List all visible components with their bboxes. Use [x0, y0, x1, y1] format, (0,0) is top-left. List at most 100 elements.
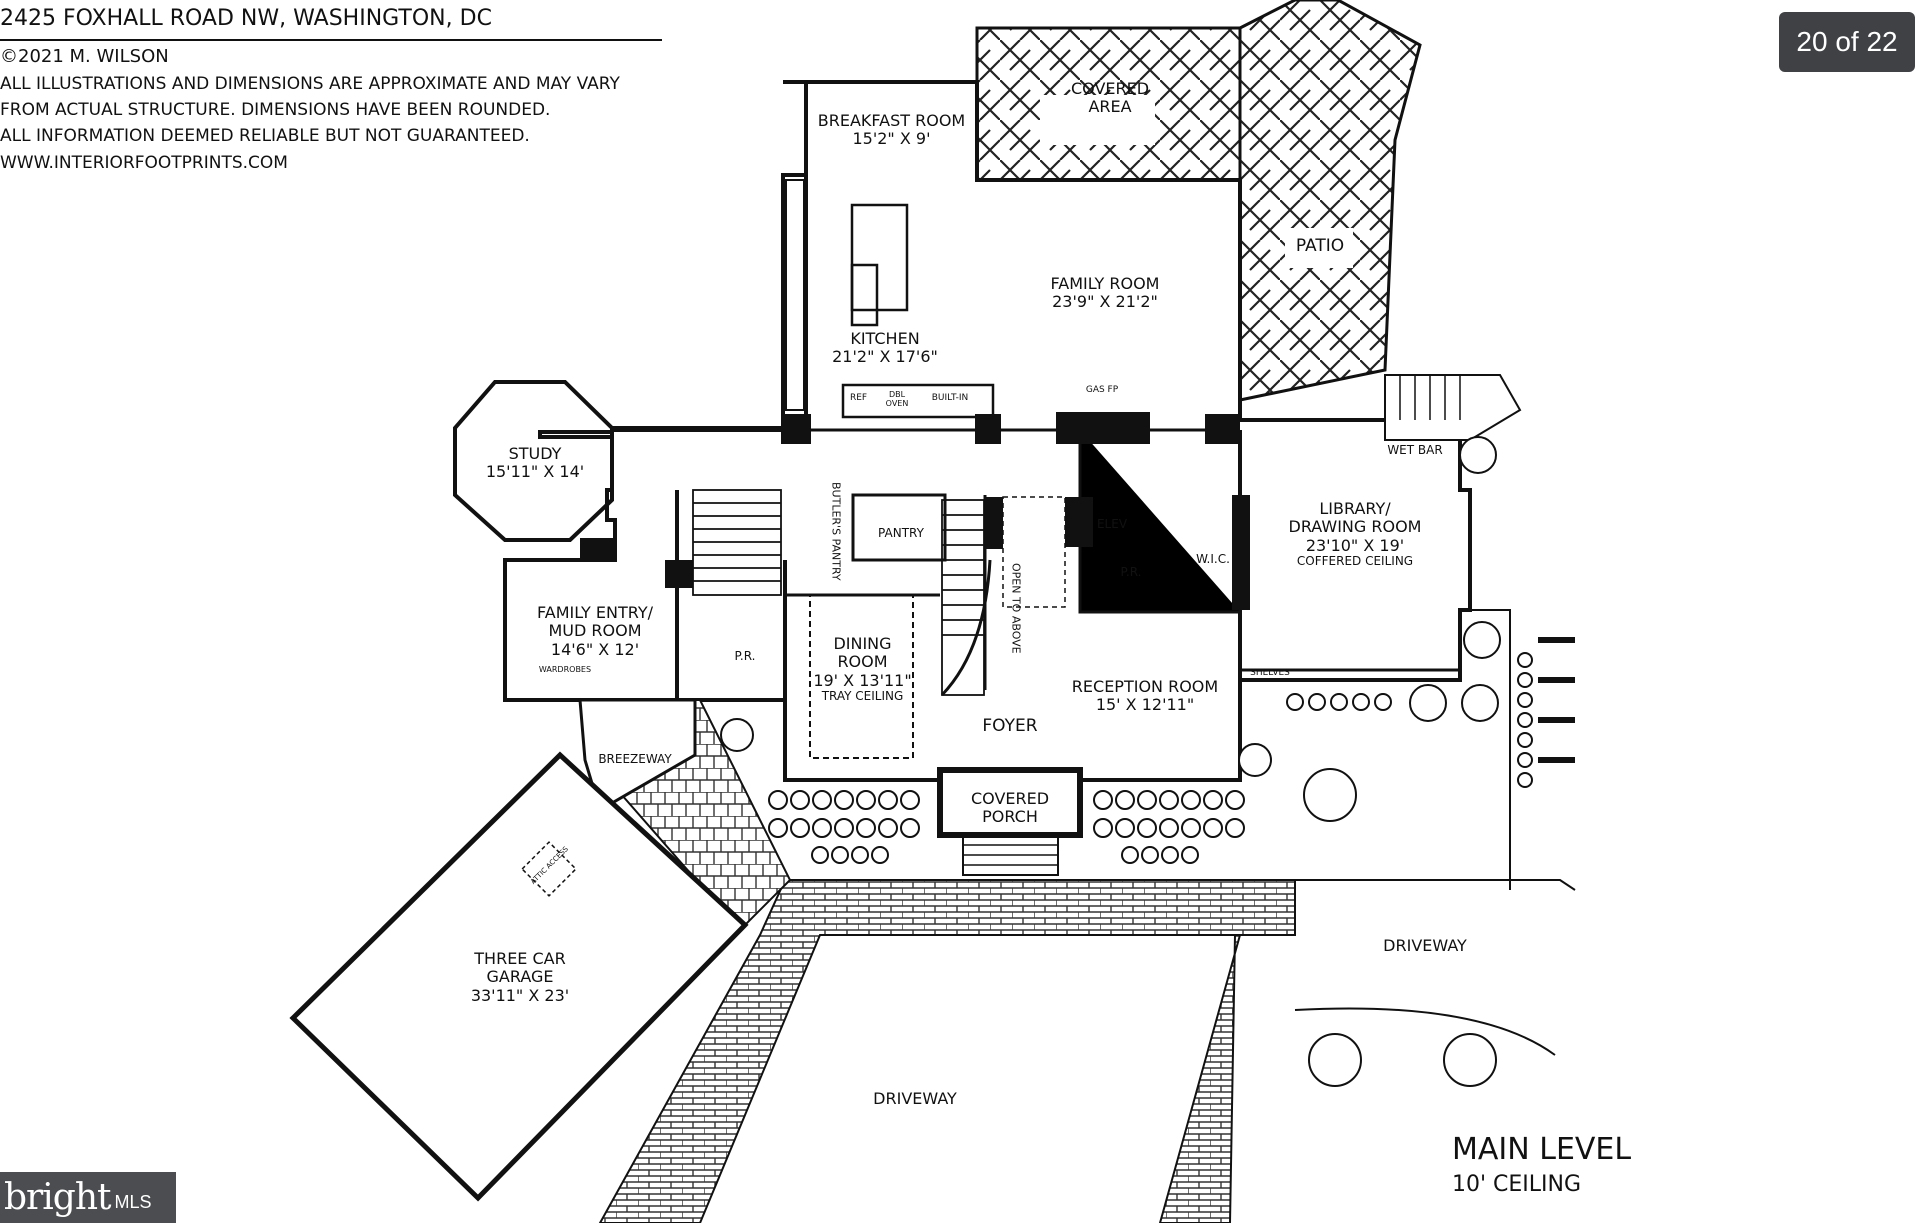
gas-fp-label: GAS FP: [1085, 385, 1119, 395]
garage: [289, 751, 749, 1202]
kitchen-name: KITCHEN: [850, 329, 920, 348]
dining-note: TRAY CEILING: [821, 689, 904, 704]
family-entry-name-2: MUD ROOM: [548, 621, 642, 641]
image-counter-badge: 20 of 22: [1779, 12, 1915, 72]
driveway-curve: [1294, 1007, 1556, 1056]
porch-name-2: PORCH: [982, 807, 1038, 827]
patio-shape: [1238, 0, 1422, 402]
disclaimer-line-3: ALL INFORMATION DEEMED RELIABLE BUT NOT …: [0, 126, 530, 146]
library-name: LIBRARY/: [1319, 499, 1391, 518]
breezeway: [578, 698, 697, 813]
reception-name: RECEPTION ROOM: [1071, 677, 1219, 696]
address-heading: 2425 FOXHALL ROAD NW, WASHINGTON, DC: [0, 6, 492, 31]
north-wall-west: [610, 428, 785, 432]
powder-room-label: P.R.: [1120, 565, 1142, 579]
wardrobes-label: WARDROBES: [538, 665, 592, 674]
library-name-2: DRAWING ROOM: [1288, 517, 1422, 537]
room-label: FAMILY ROOM 23'9" X 21'2": [1030, 274, 1180, 312]
study-name: STUDY: [508, 444, 562, 463]
covered-area-name: COVERED: [1070, 79, 1150, 98]
room-label: THREE CAR GARAGE 33'11" X 23': [440, 949, 600, 1005]
garage-name-2: GARAGE: [486, 967, 554, 987]
patio-label: PATIO: [1295, 236, 1345, 256]
disclaimer-line-2: FROM ACTUAL STRUCTURE. DIMENSIONS HAVE B…: [0, 100, 551, 120]
room-label: STUDY 15'11" X 14': [480, 444, 590, 482]
powder-room-wall: [1078, 430, 1240, 614]
butlers-pantry-label: BUTLER'S PANTRY: [829, 482, 843, 581]
dining-name-2: ROOM: [837, 652, 888, 672]
copyright: ©2021 M. WILSON: [0, 46, 169, 67]
dbl-oven-label: DBL OVEN: [885, 390, 909, 409]
dining-dims: 19' X 13'11": [813, 670, 912, 690]
wet-bar-label: WET BAR: [1387, 443, 1443, 457]
family-room-dims: 23'9" X 21'2": [1052, 292, 1158, 312]
room-label: RECEPTION ROOM 15' X 12'11": [1060, 677, 1230, 715]
breakfast-room-name: BREAKFAST ROOM: [817, 111, 966, 130]
attic-access: [521, 841, 577, 897]
tray-ceiling: [809, 594, 914, 759]
porch-name: COVERED: [970, 789, 1050, 808]
room-label: FAMILY ENTRY/ MUD ROOM 14'6" X 12': [525, 603, 665, 659]
open-to-above-label: OPEN TO ABOVE: [1009, 562, 1023, 654]
study-octagon: [453, 380, 614, 542]
post: [781, 414, 811, 444]
main-staircase: [692, 489, 992, 697]
watermark-mls: MLS: [114, 1192, 152, 1212]
powder-room-label: P.R.: [734, 649, 756, 663]
post: [580, 538, 615, 560]
library-note: COFFERED CEILING: [1296, 554, 1414, 569]
ne-steps: [1384, 374, 1522, 441]
room-label: DINING ROOM 19' X 13'11" TRAY CEILING: [805, 634, 920, 704]
website: WWW.INTERIORFOOTPRINTS.COM: [0, 153, 288, 173]
driveway-label-east: DRIVEWAY: [1383, 936, 1467, 955]
open-to-above: [1002, 496, 1066, 608]
wic-label: W.I.C.: [1196, 552, 1230, 566]
kitchen-counter-south: [841, 383, 995, 419]
kitchen-island: [850, 203, 909, 312]
library-dims: 23'10" X 19': [1305, 535, 1405, 555]
room-label: KITCHEN 21'2" X 17'6": [815, 329, 955, 367]
study-dims: 15'11" X 14': [485, 462, 585, 482]
post: [985, 497, 1003, 549]
elev-label: ELEV: [1096, 517, 1128, 531]
covered-porch: [937, 767, 1083, 838]
watermark-brand: bright: [4, 1177, 111, 1218]
pantry-label: PANTRY: [878, 526, 924, 540]
family-room-name: FAMILY ROOM: [1050, 274, 1160, 293]
ref-label: REF: [849, 393, 868, 403]
ceiling-height: 10' CEILING: [1452, 1172, 1582, 1197]
east-walk: [1240, 880, 1296, 936]
mls-watermark: bright MLS: [0, 1172, 176, 1223]
landscaping: [720, 436, 1533, 1087]
level-title: MAIN LEVEL: [1452, 1132, 1632, 1167]
room-label: COVERED PORCH: [950, 789, 1070, 827]
patio-label-bg: [1285, 228, 1353, 268]
built-in-label: BUILT-IN: [931, 393, 969, 403]
shelves-label: SHELVES: [1250, 668, 1290, 678]
room-label: BREAKFAST ROOM 15'2" X 9': [806, 111, 977, 149]
kitchen-dims: 21'2" X 17'6": [832, 347, 938, 367]
room-label: COVERED AREA: [1040, 79, 1180, 117]
dining-name: DINING: [833, 634, 892, 653]
post: [975, 414, 1001, 444]
driveway-east-edge: [1295, 879, 1576, 891]
breakfast-room-dims: 15'2" X 9': [852, 129, 931, 149]
covered-area-name-2: AREA: [1088, 97, 1132, 117]
post: [1205, 414, 1240, 444]
post: [665, 560, 693, 588]
room-label: LIBRARY/ DRAWING ROOM 23'10" X 19' COFFE…: [1265, 499, 1445, 569]
fireplace-family: [1056, 412, 1150, 444]
garage-dims: 33'11" X 23': [470, 985, 570, 1005]
disclaimer-line-1: ALL ILLUSTRATIONS AND DIMENSIONS ARE APP…: [0, 74, 620, 94]
garage-name: THREE CAR: [474, 949, 566, 968]
reception-dims: 15' X 12'11": [1095, 695, 1195, 715]
driveway-label-south: DRIVEWAY: [873, 1089, 957, 1108]
family-entry-dims: 14'6" X 12': [550, 639, 640, 659]
post: [1065, 497, 1093, 547]
foyer-label: FOYER: [982, 716, 1038, 736]
breezeway-label: BREEZEWAY: [598, 752, 672, 766]
family-entry-name: FAMILY ENTRY/: [537, 603, 653, 622]
covered-label-bg: [1040, 95, 1155, 145]
